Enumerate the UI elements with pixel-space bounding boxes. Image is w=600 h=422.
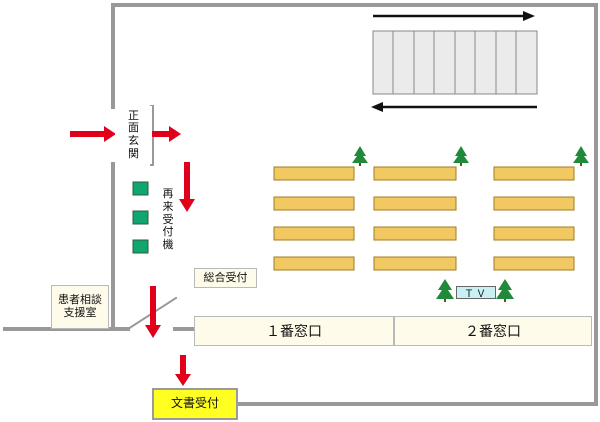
benches bbox=[273, 166, 575, 271]
vertical-char: 付 bbox=[162, 225, 174, 239]
escalator bbox=[371, 11, 538, 112]
escalator-up-arrow bbox=[373, 11, 535, 21]
bench bbox=[493, 256, 575, 271]
kiosk-machine bbox=[132, 239, 149, 254]
vertical-char: 再 bbox=[162, 187, 174, 201]
document-down-arrow bbox=[175, 355, 191, 386]
tree-icon bbox=[453, 146, 469, 166]
patient-consultation-room: 患者相談 支援室 bbox=[51, 285, 109, 329]
escalator-down-arrow bbox=[371, 102, 537, 112]
counter-window-2: ２番窓口 bbox=[394, 316, 592, 346]
main-wall bbox=[111, 3, 598, 406]
counter-window-1: １番窓口 bbox=[194, 316, 394, 346]
bench bbox=[493, 196, 575, 211]
bench bbox=[273, 256, 355, 271]
vertical-char: 関 bbox=[128, 146, 139, 160]
bench bbox=[373, 196, 457, 211]
tree-icon bbox=[496, 279, 514, 302]
document-reception-counter: 文書受付 bbox=[152, 388, 238, 420]
bench bbox=[493, 226, 575, 241]
vertical-char: 正 bbox=[128, 108, 139, 122]
bench bbox=[273, 196, 355, 211]
kiosk-down-arrow bbox=[179, 162, 195, 212]
vertical-char: 受 bbox=[162, 212, 174, 226]
consultation-room-line2: 支援室 bbox=[63, 306, 97, 319]
entrance-label: 正面玄関 bbox=[115, 106, 152, 164]
tree-icon bbox=[436, 279, 454, 302]
kiosk-label: 再来受付機 bbox=[157, 188, 179, 252]
door-down-arrow bbox=[145, 286, 161, 338]
consultation-room-line1: 患者相談 bbox=[58, 293, 102, 307]
tv-screen: ＴＶ bbox=[456, 286, 496, 300]
vertical-char: 面 bbox=[128, 121, 139, 135]
kiosk-machine bbox=[132, 210, 149, 225]
bench bbox=[273, 226, 355, 241]
bench bbox=[273, 166, 355, 181]
bench bbox=[373, 226, 457, 241]
entrance-in-arrow bbox=[70, 126, 116, 142]
entrance-out-arrow bbox=[146, 126, 181, 142]
kiosks bbox=[132, 181, 149, 254]
vertical-char: 機 bbox=[162, 237, 174, 251]
bench bbox=[493, 166, 575, 181]
general-reception-label: 総合受付 bbox=[194, 268, 257, 288]
vertical-char: 来 bbox=[162, 200, 174, 214]
bench bbox=[373, 256, 457, 271]
kiosk-machine bbox=[132, 181, 149, 196]
tree-icon bbox=[352, 146, 368, 166]
tree-icon bbox=[573, 146, 589, 166]
bench bbox=[373, 166, 457, 181]
vertical-char: 玄 bbox=[128, 134, 139, 147]
